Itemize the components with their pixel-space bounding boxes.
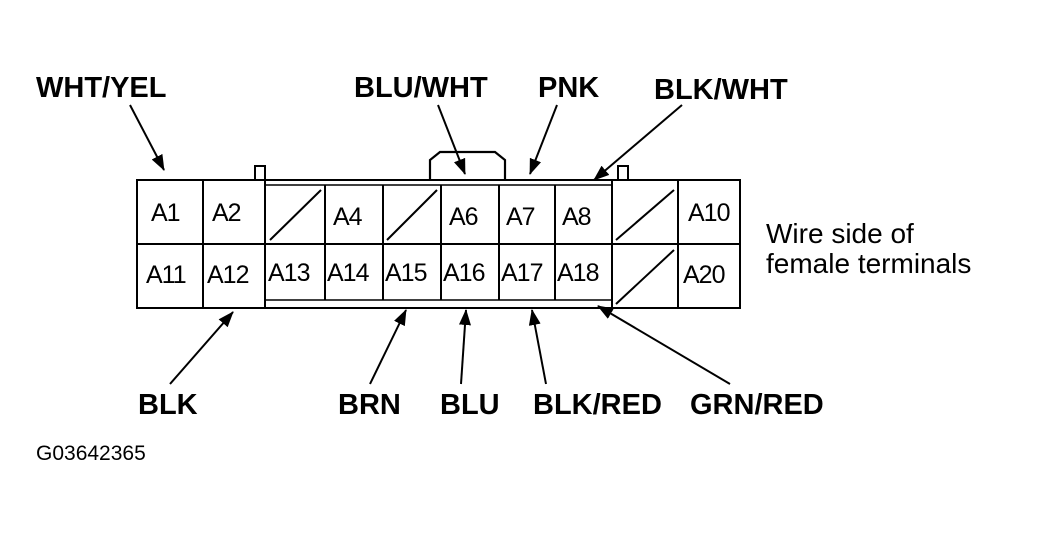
pin-a8: A8 bbox=[562, 203, 591, 231]
pin-a6: A6 bbox=[449, 203, 478, 231]
label-blk-red: BLK/RED bbox=[533, 389, 662, 421]
pin-a20: A20 bbox=[683, 261, 725, 289]
pin-a12: A12 bbox=[207, 261, 249, 289]
arrow-blu bbox=[459, 309, 471, 385]
arrow-blk-red bbox=[528, 309, 547, 385]
label-grn-red: GRN/RED bbox=[690, 389, 824, 421]
arrow-wht-yel bbox=[129, 104, 165, 171]
figure-id: G03642365 bbox=[36, 442, 146, 465]
caption: Wire side of female terminals bbox=[766, 218, 971, 279]
pin-a4: A4 bbox=[333, 203, 363, 231]
caption-line-1: Wire side of bbox=[766, 218, 914, 249]
pin-a1: A1 bbox=[151, 199, 180, 227]
pin-a16: A16 bbox=[443, 259, 485, 287]
empty-cavity-a5 bbox=[386, 189, 438, 241]
arrow-blk bbox=[169, 311, 234, 385]
arrow-blu-wht bbox=[437, 104, 466, 175]
arrow-grn-red bbox=[597, 305, 731, 385]
callout-arrows bbox=[129, 104, 731, 385]
label-blk: BLK bbox=[138, 389, 198, 421]
label-wht-yel: WHT/YEL bbox=[36, 72, 167, 104]
label-blk-wht: BLK/WHT bbox=[654, 74, 788, 106]
pin-a14: A14 bbox=[327, 259, 370, 287]
empty-cavity-a9 bbox=[615, 189, 675, 241]
arrow-blk-wht bbox=[593, 104, 683, 181]
connector-body bbox=[136, 150, 741, 309]
pin-a15: A15 bbox=[385, 259, 427, 287]
pin-a2: A2 bbox=[212, 199, 241, 227]
caption-line-2: female terminals bbox=[766, 248, 971, 279]
pin-a10: A10 bbox=[688, 199, 730, 227]
label-blu: BLU bbox=[440, 389, 500, 421]
empty-cavity-a3 bbox=[269, 189, 322, 241]
pin-labels: A1 A2 A4 A6 A7 A8 A10 A11 A12 A13 A14 A1… bbox=[146, 199, 731, 289]
arrow-pnk bbox=[529, 104, 558, 175]
arrow-brn bbox=[369, 309, 407, 385]
pin-a7: A7 bbox=[506, 203, 535, 231]
wire-labels: WHT/YEL BLU/WHT PNK BLK/WHT BLK BRN BLU … bbox=[36, 72, 824, 421]
pin-a18: A18 bbox=[557, 259, 599, 287]
label-blu-wht: BLU/WHT bbox=[354, 72, 488, 104]
pin-a13: A13 bbox=[268, 259, 310, 287]
pin-a11: A11 bbox=[146, 261, 186, 289]
empty-cavity-a19 bbox=[615, 249, 675, 305]
pin-a17: A17 bbox=[501, 259, 543, 287]
label-pnk: PNK bbox=[538, 72, 599, 104]
label-brn: BRN bbox=[338, 389, 401, 421]
